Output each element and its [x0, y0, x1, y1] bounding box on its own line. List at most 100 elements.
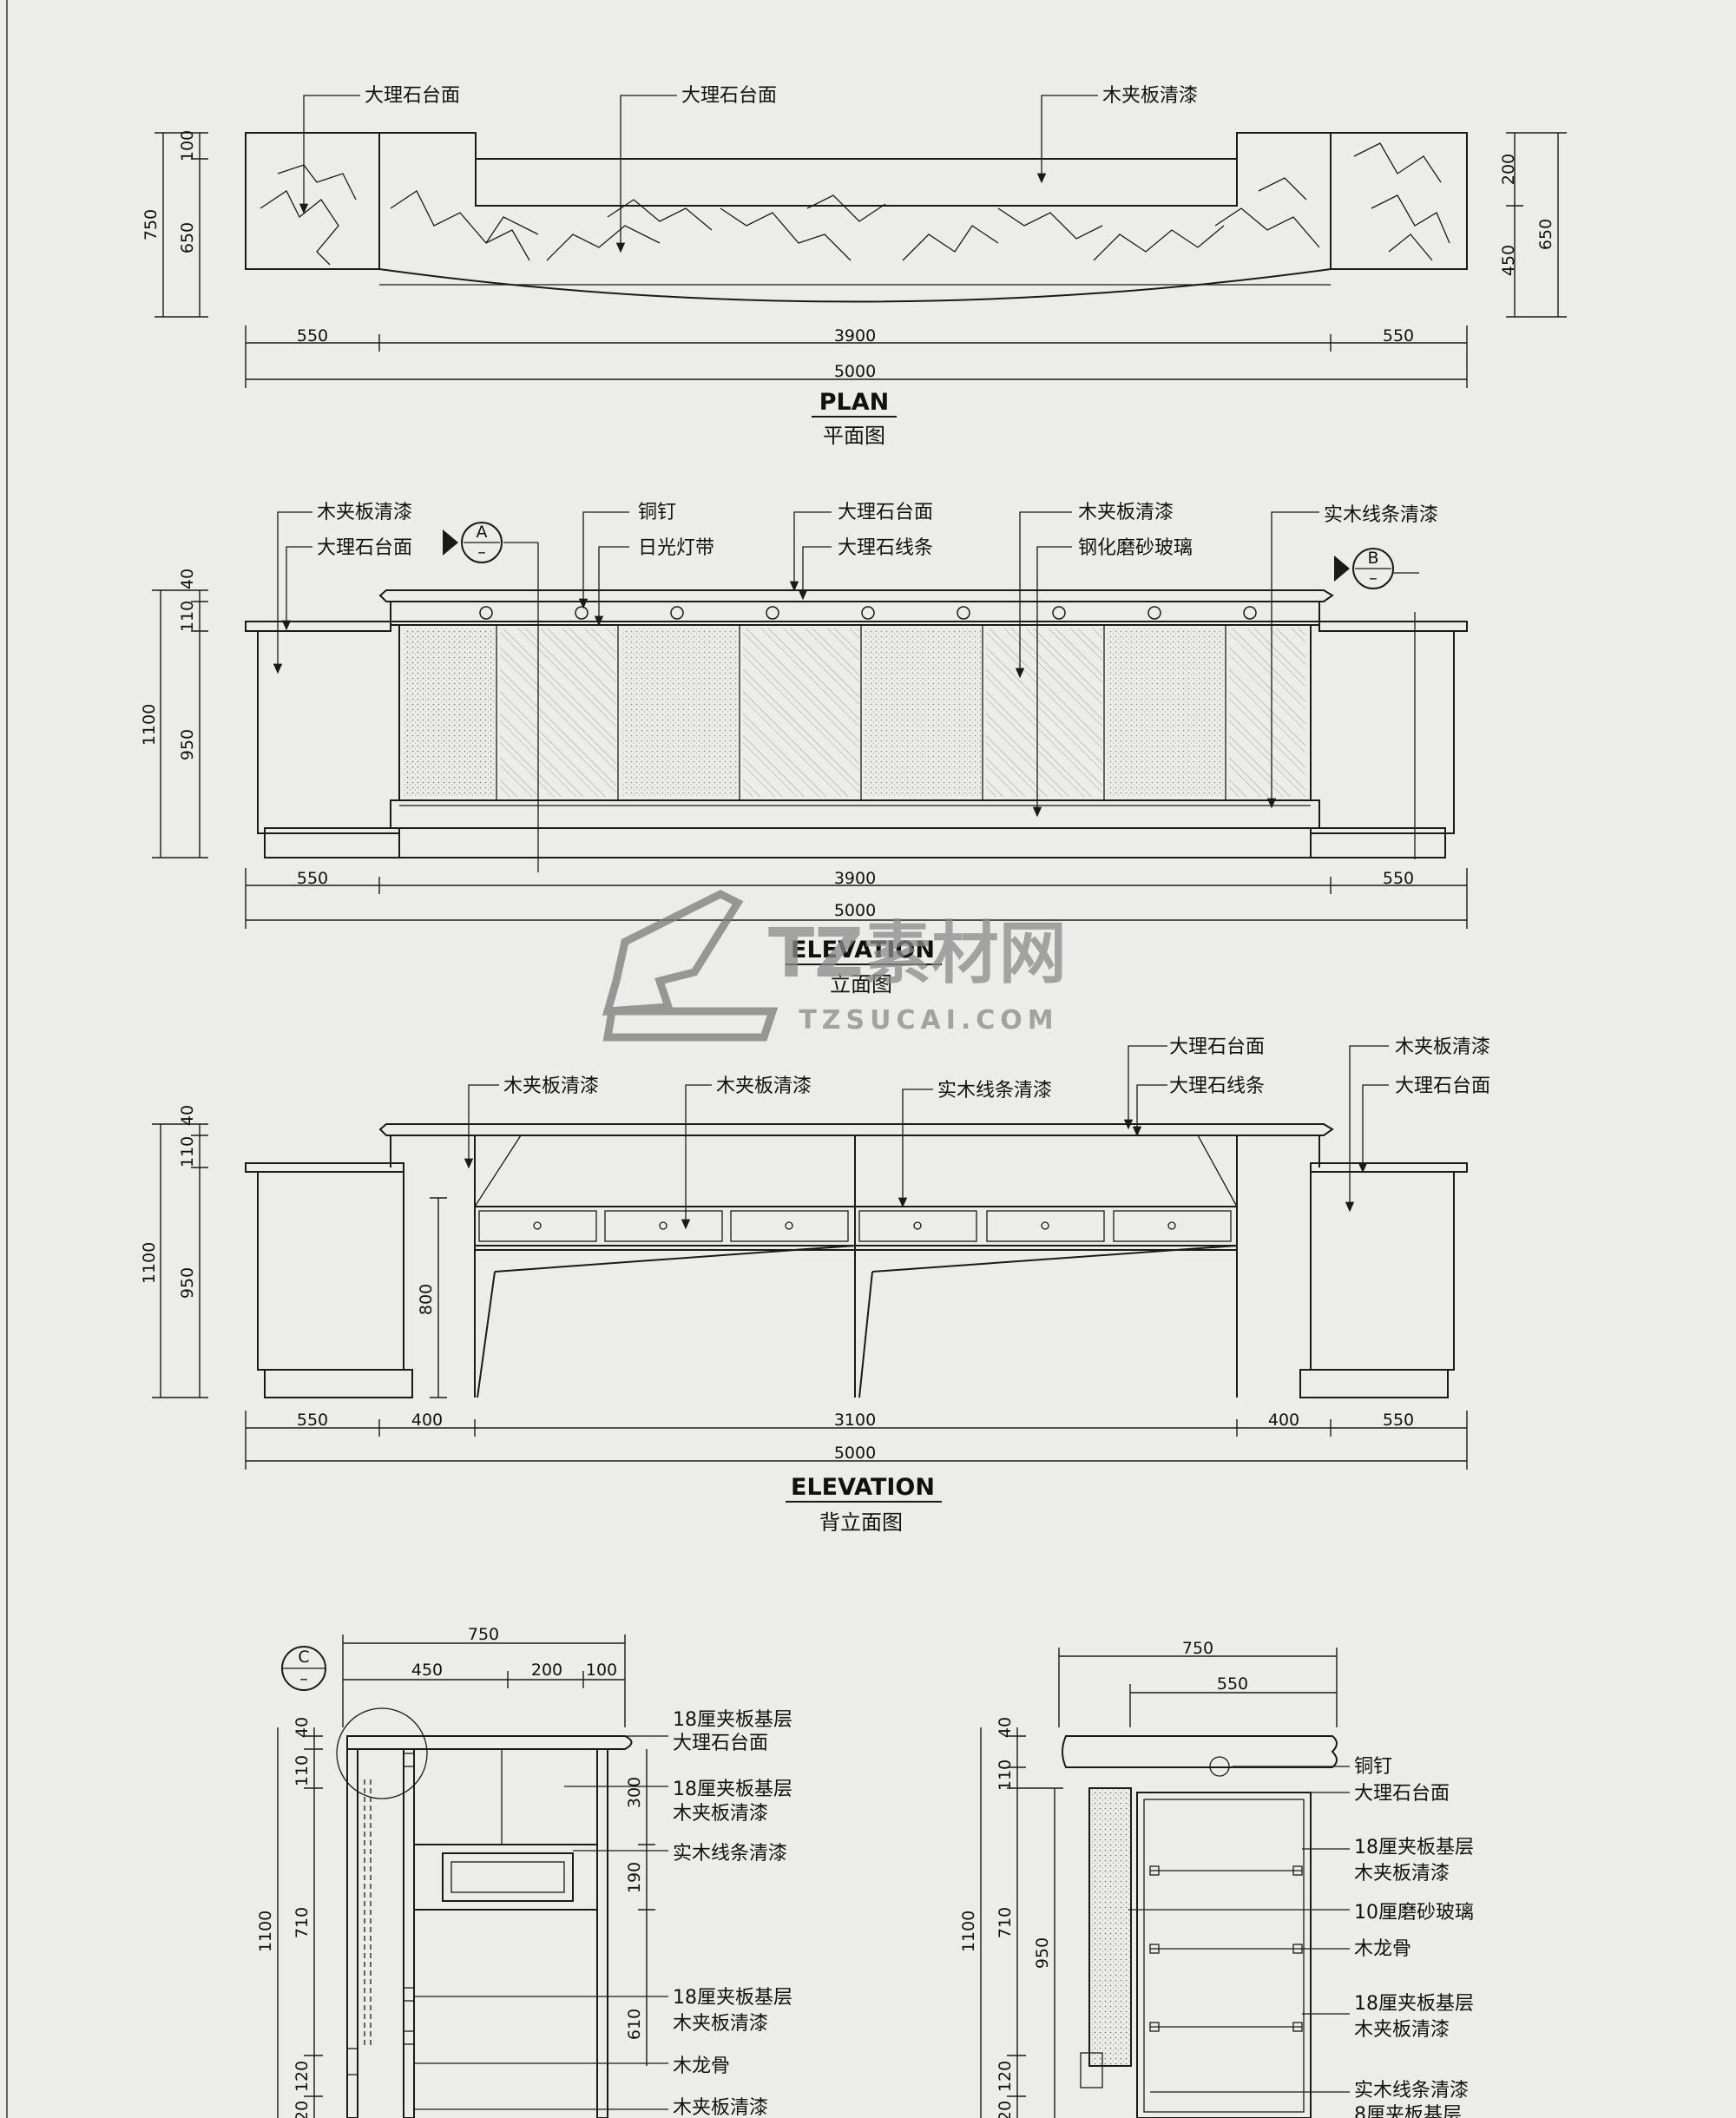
plan-subtitle: 平面图 [823, 424, 885, 448]
svg-text:大理石线条: 大理石线条 [1169, 1075, 1265, 1097]
section-marker-a: A – [443, 522, 539, 872]
front-top-marble [378, 589, 1334, 602]
svg-text:实木线条清漆: 实木线条清漆 [1324, 504, 1438, 526]
svg-text:木夹板清漆: 木夹板清漆 [1078, 502, 1174, 523]
svg-text:木龙骨: 木龙骨 [1354, 1938, 1411, 1960]
svg-text:450: 450 [1499, 245, 1518, 276]
svg-text:110: 110 [293, 1755, 312, 1786]
front-plinth [264, 827, 1446, 858]
svg-text:大理石台面: 大理石台面 [1169, 1036, 1265, 1058]
svg-text:B: B [1367, 549, 1378, 568]
front-elevation: A – B – 木夹板清漆 大理石台面 铜钉 日 [140, 502, 1468, 997]
svg-text:190: 190 [625, 1862, 644, 1893]
plan-title: PLAN [819, 389, 890, 416]
section-c-studs [346, 1753, 415, 2075]
svg-text:550: 550 [297, 326, 328, 345]
svg-text:大理石台面: 大理石台面 [673, 1733, 768, 1754]
svg-text:400: 400 [1268, 1411, 1299, 1430]
svg-text:650: 650 [178, 222, 197, 253]
plan-label-3: 木夹板清漆 [1036, 85, 1198, 184]
svg-text:木夹板清漆: 木夹板清漆 [673, 1803, 768, 1825]
svg-text:18厘夹板基层: 18厘夹板基层 [673, 1987, 792, 2009]
svg-text:1100: 1100 [256, 1911, 275, 1952]
watermark-logo: TZ素材网 TZSUCAI.COM [602, 889, 1067, 1042]
svg-text:5000: 5000 [834, 901, 876, 920]
section-d-countertop [1062, 1735, 1338, 1768]
svg-text:木夹板清漆: 木夹板清漆 [673, 2013, 768, 2035]
section-d-cabinet [1136, 1792, 1312, 2118]
svg-text:450: 450 [411, 1661, 443, 1680]
svg-text:8厘夹板基层: 8厘夹板基层 [1354, 2104, 1462, 2118]
front-left-cabinet [257, 631, 399, 834]
watermark-brand: TZ素材网 [768, 915, 1067, 993]
svg-text:200: 200 [1499, 154, 1518, 185]
front-dims-bottom [245, 868, 1468, 929]
section-d-shelves [1143, 1799, 1305, 2113]
plan-label-1: 大理石台面 [299, 85, 460, 214]
svg-text:–: – [299, 1669, 308, 1688]
back-left-slant [477, 1245, 856, 1398]
svg-text:40: 40 [178, 1105, 197, 1126]
svg-text:–: – [1369, 569, 1378, 588]
svg-text:钢化磨砂玻璃: 钢化磨砂玻璃 [1078, 537, 1193, 559]
section-marker-c: C – [281, 1646, 326, 1691]
section-c-detail-circle [336, 1707, 428, 1799]
svg-text:18厘夹板基层: 18厘夹板基层 [673, 1709, 792, 1731]
svg-text:550: 550 [1383, 1411, 1414, 1430]
svg-text:实木线条清漆: 实木线条清漆 [937, 1080, 1052, 1102]
plan-dims-left [155, 132, 208, 318]
section-d-dims-top [1058, 1648, 1338, 1727]
svg-text:木夹板清漆: 木夹板清漆 [1354, 2019, 1450, 2041]
svg-text:750: 750 [141, 209, 161, 240]
svg-text:10厘磨砂玻璃: 10厘磨砂玻璃 [1354, 1902, 1474, 1924]
section-c-drawer [442, 1852, 574, 1902]
plan-view: 大理石台面 大理石台面 木夹板清漆 100 650 750 200 [141, 85, 1567, 448]
svg-text:A: A [477, 523, 488, 542]
svg-text:950: 950 [178, 729, 197, 760]
svg-text:40: 40 [293, 1717, 312, 1738]
back-elevation-subtitle: 背立面图 [819, 1510, 903, 1535]
svg-text:110: 110 [178, 1136, 197, 1168]
svg-text:20: 20 [293, 2101, 312, 2118]
svg-text:18厘夹板基层: 18厘夹板基层 [1354, 1837, 1474, 1858]
svg-text:750: 750 [1182, 1639, 1213, 1658]
svg-text:400: 400 [411, 1411, 443, 1430]
svg-text:大理石台面: 大理石台面 [1354, 1783, 1450, 1805]
svg-text:木夹板清漆: 木夹板清漆 [317, 502, 412, 523]
svg-text:120: 120 [293, 2061, 312, 2092]
svg-text:C: C [298, 1648, 309, 1667]
svg-text:100: 100 [586, 1661, 617, 1680]
svg-text:大理石线条: 大理石线条 [838, 537, 933, 559]
svg-text:铜钉: 铜钉 [638, 502, 676, 523]
section-d-glass [1088, 1787, 1132, 2067]
svg-text:550: 550 [1383, 326, 1414, 345]
svg-text:木夹板清漆: 木夹板清漆 [716, 1075, 812, 1097]
front-elevation-title: ELEVATION [791, 937, 935, 964]
svg-text:大理石台面: 大理石台面 [681, 85, 777, 107]
svg-text:木夹板清漆: 木夹板清漆 [1354, 1863, 1450, 1884]
section-marker-b: B – [1334, 548, 1419, 859]
front-labels [273, 511, 1319, 818]
svg-text:300: 300 [625, 1777, 644, 1808]
svg-text:18厘夹板基层: 18厘夹板基层 [673, 1779, 792, 1800]
svg-text:40: 40 [996, 1717, 1015, 1738]
svg-text:40: 40 [178, 569, 197, 589]
back-dims-left [152, 1123, 447, 1398]
section-c-countertop [346, 1735, 633, 1750]
svg-text:3900: 3900 [834, 326, 876, 345]
svg-text:200: 200 [531, 1661, 562, 1680]
svg-text:710: 710 [293, 1907, 312, 1938]
plan-dims-right [1506, 132, 1567, 318]
svg-text:20: 20 [996, 2101, 1015, 2118]
back-labels [464, 1045, 1389, 1230]
svg-text:5000: 5000 [834, 362, 876, 381]
svg-text:木夹板清漆: 木夹板清漆 [503, 1075, 599, 1097]
svg-text:木夹板清漆: 木夹板清漆 [1102, 85, 1198, 107]
svg-text:710: 710 [996, 1907, 1015, 1938]
svg-text:550: 550 [297, 869, 328, 888]
plan-dims-bottom [245, 326, 1468, 388]
svg-text:3100: 3100 [834, 1411, 876, 1430]
svg-text:18厘夹板基层: 18厘夹板基层 [1354, 1993, 1474, 2015]
svg-text:110: 110 [996, 1760, 1015, 1791]
